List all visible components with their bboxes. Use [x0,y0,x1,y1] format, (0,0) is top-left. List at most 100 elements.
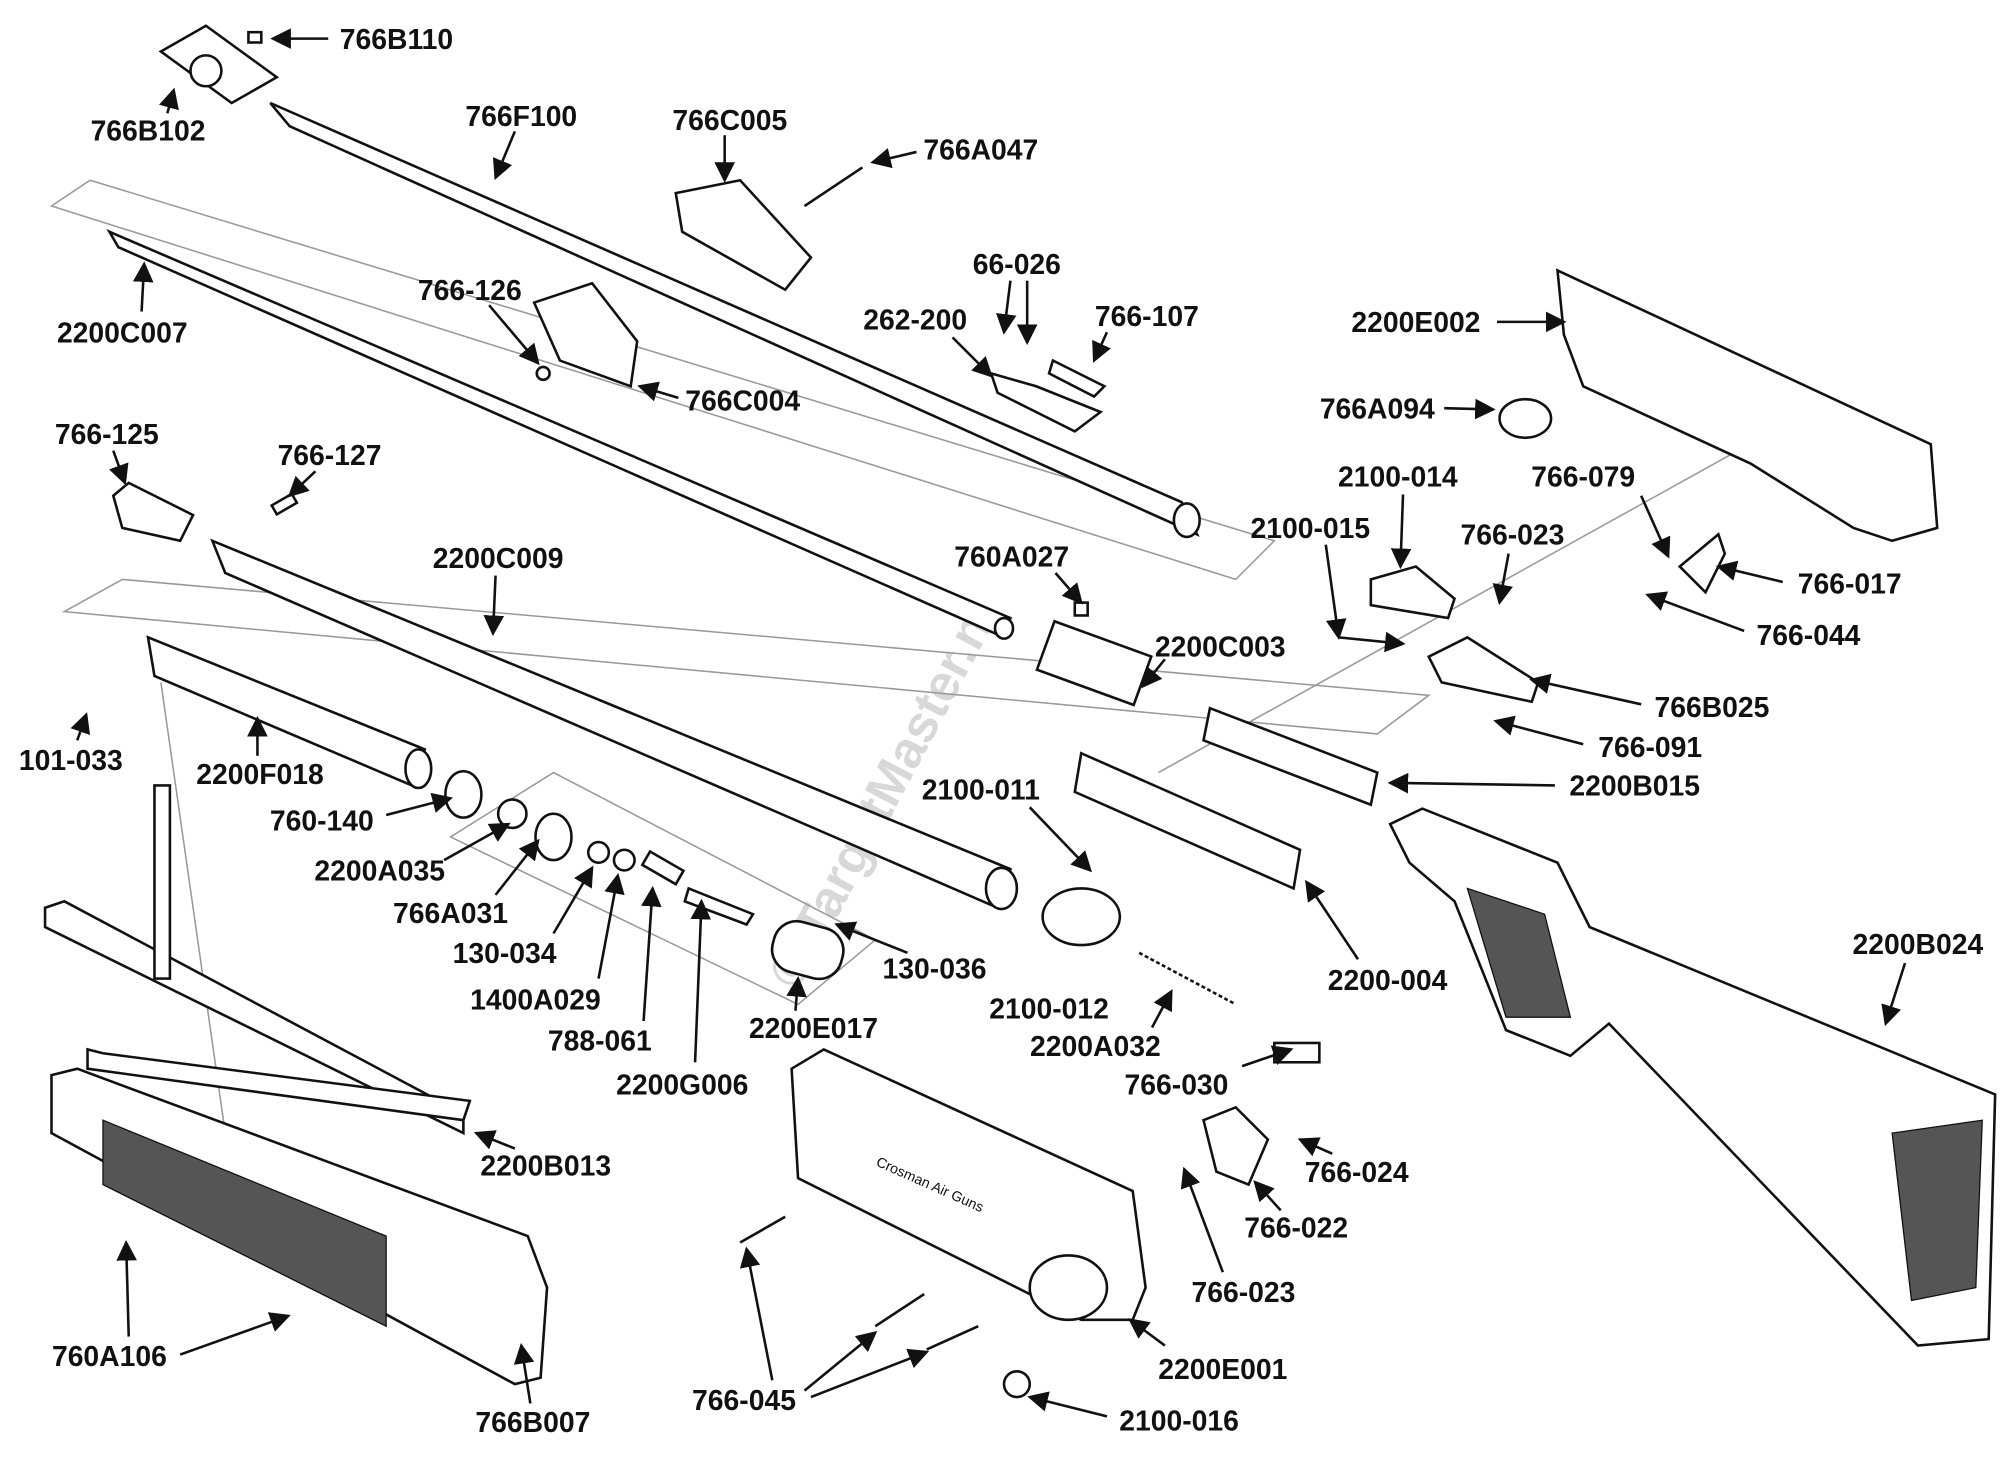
leader-arrow [385,792,454,817]
part-label: 788-061 [548,1026,652,1058]
part-label: 766C004 [685,386,800,418]
part-label: 101-033 [19,745,123,777]
front-sight-766B102 [158,24,280,105]
pin-766-127 [269,492,299,517]
leader-arrow [810,1348,930,1399]
pump-tube-2200F018 [146,635,433,790]
leader-arrow [494,838,540,896]
leader-arrow [786,976,807,1011]
leader-arrow [1028,806,1093,873]
part-label: 766B102 [91,115,206,147]
leader-arrow [492,130,517,181]
leader-arrow [70,712,91,741]
leader-arrow [1241,1045,1294,1068]
part-label: 2200B024 [1853,929,1984,961]
leader-arrow [109,450,129,486]
screws-766-045 [739,1215,979,1351]
leader-arrow [1324,544,1347,640]
part-label: 2200B013 [480,1151,611,1183]
part-label: 766-017 [1798,569,1902,601]
leader-arrow [488,304,540,366]
part-label: 2200F018 [196,759,324,791]
part-label: 66-026 [973,249,1061,281]
part-label: 766F100 [465,101,577,133]
tube-2200C009 [210,538,1019,911]
stock-2200B024 [1388,807,1997,1347]
leader-arrow [1493,715,1584,746]
leader-arrow [1305,879,1360,960]
part-label: 766A094 [1320,393,1435,425]
leader-arrow [1387,772,1555,794]
part-label: 766-023 [1460,520,1564,552]
part-label: 130-036 [883,954,987,986]
part-label: 2100-014 [1338,462,1458,494]
leader-arrow [1092,331,1111,363]
leader-arrow [637,381,679,402]
rear-sight-766-107 [989,358,1107,433]
part-label: 760A027 [954,542,1069,574]
leader-arrow [597,873,625,979]
part-label: 766-024 [1305,1157,1409,1189]
leader-arrow [870,148,917,169]
stock-frame-2200E002 [1555,268,1939,543]
part-label: 2200E002 [1351,307,1480,339]
leader-arrow [1645,591,1745,633]
part-label: 760A106 [52,1341,167,1373]
part-label: 766-030 [1125,1069,1229,1101]
leader-arrow [443,822,511,862]
part-label: 2200E017 [749,1013,878,1045]
leader-arrow [1338,631,1406,653]
leader-arrow [1150,989,1173,1029]
leader-arrow [1027,1391,1108,1418]
leader-arrow [473,1130,516,1150]
part-label: 760-140 [270,805,374,837]
part-label: 766-126 [418,275,522,307]
leader-arrow [116,1239,137,1337]
leader-arrow [1881,962,1907,1027]
screw-766A047 [803,166,864,208]
part-label: 2100-012 [989,993,1109,1025]
leader-arrow [1492,553,1513,606]
leader-arrow [996,280,1017,335]
part-label: 766-044 [1757,620,1861,652]
pin-2100-016 [1002,1370,1032,1399]
leader-arrow [690,898,712,1063]
part-label: 2200A032 [1030,1031,1161,1063]
part-label: 766C005 [672,105,787,137]
breech-766C005 [674,178,813,292]
part-label: 766-091 [1598,732,1702,764]
part-label: 2100-015 [1251,513,1371,545]
part-label: 766B025 [1654,692,1769,724]
part-label: 766B110 [340,24,453,56]
part-label: 766B007 [475,1407,590,1439]
leader-arrow [1444,398,1496,420]
leader-arrow [1253,1180,1282,1212]
leader-arrow [513,1342,535,1404]
leader-arrow [1715,560,1784,584]
leader-arrow [1639,495,1671,559]
part-label: 766-079 [1531,462,1635,494]
part-label: 2200C007 [57,317,188,349]
leader-arrow [951,336,993,378]
leader-arrow [552,865,594,935]
part-label: 2200E001 [1158,1354,1287,1386]
tube-2200C007 [106,229,1015,640]
part-label: 766-107 [1095,301,1199,333]
leader-arrow [1297,1137,1333,1157]
forend-766B007 [50,1067,549,1386]
leader-arrow [641,885,662,1022]
part-label: 2100-011 [922,775,1040,807]
part-label: 2200C003 [1155,632,1286,664]
leader-arrow [834,921,908,955]
part-label: 2100-016 [1119,1406,1239,1438]
end-cap-766-125 [111,481,195,543]
leader-arrow [287,470,317,498]
leader-arrow [179,1312,291,1356]
leader-arrow [1054,572,1083,605]
leader-arrow [1128,1318,1166,1347]
leader-arrow [132,261,154,312]
part-label: 766-125 [55,419,159,451]
leader-arrow [159,87,179,114]
pump-lever-2200B013 [43,784,472,1136]
